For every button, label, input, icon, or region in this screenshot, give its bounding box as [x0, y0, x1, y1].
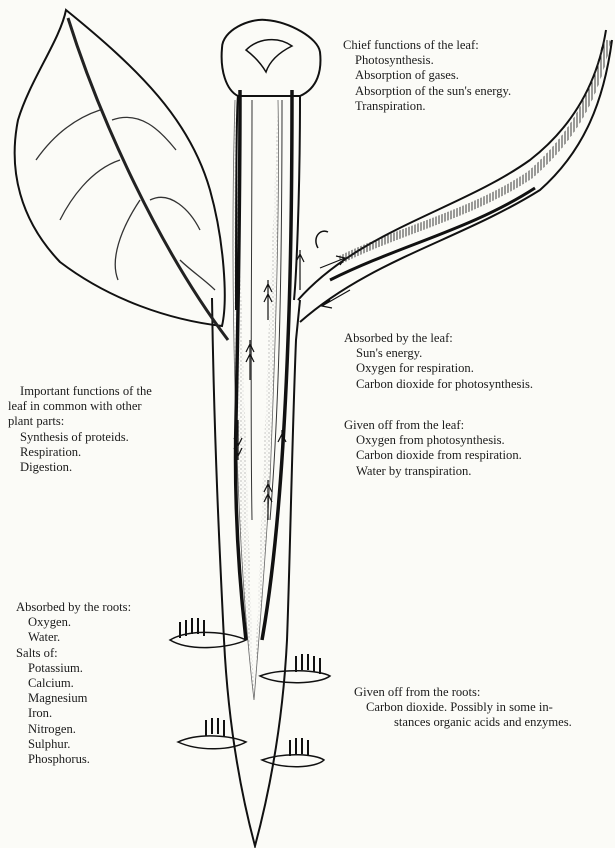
salt-item: Sulphur.	[16, 737, 131, 752]
absorbed-leaf-item: Sun's energy.	[344, 346, 533, 361]
chief-function-item: Absorption of gases.	[343, 68, 511, 83]
chief-function-item: Absorption of the sun's energy.	[343, 84, 511, 99]
given-off-leaf-item: Carbon dioxide from respiration.	[344, 448, 522, 463]
given-off-roots-line: stances organic acids and enzymes.	[354, 715, 572, 730]
common-functions-heading: Important functions of the	[8, 384, 152, 399]
common-functions-heading: plant parts:	[8, 414, 152, 429]
chief-functions-block: Chief functions of the leaf: Photosynthe…	[343, 38, 511, 114]
absorbed-roots-item: Oxygen.	[16, 615, 131, 630]
absorbed-by-leaf-block: Absorbed by the leaf: Sun's energy. Oxyg…	[344, 331, 533, 392]
given-off-leaf-block: Given off from the leaf: Oxygen from pho…	[344, 418, 522, 479]
absorbed-leaf-item: Oxygen for respiration.	[344, 361, 533, 376]
salt-item: Phosphorus.	[16, 752, 131, 767]
salt-item: Calcium.	[16, 676, 131, 691]
absorbed-by-roots-block: Absorbed by the roots: Oxygen. Water. Sa…	[16, 600, 131, 767]
given-off-leaf-heading: Given off from the leaf:	[344, 418, 522, 433]
salt-item: Nitrogen.	[16, 722, 131, 737]
leaf-blade	[15, 10, 228, 340]
salt-item: Potassium.	[16, 661, 131, 676]
terminal-bud	[222, 20, 321, 310]
salt-item: Iron.	[16, 706, 131, 721]
given-off-roots-heading: Given off from the roots:	[354, 685, 572, 700]
absorbed-leaf-item: Carbon dioxide for photosynthesis.	[344, 377, 533, 392]
stem	[212, 90, 300, 846]
common-function-item: Synthesis of proteids.	[8, 430, 152, 445]
chief-functions-heading: Chief functions of the leaf:	[343, 38, 511, 53]
common-functions-block: Important functions of the leaf in commo…	[8, 384, 152, 475]
absorbed-roots-item: Water.	[16, 630, 131, 645]
absorbed-roots-heading: Absorbed by the roots:	[16, 600, 131, 615]
given-off-leaf-item: Oxygen from photosynthesis.	[344, 433, 522, 448]
salts-heading: Salts of:	[16, 646, 131, 661]
chief-function-item: Photosynthesis.	[343, 53, 511, 68]
common-functions-heading: leaf in common with other	[8, 399, 152, 414]
common-function-item: Digestion.	[8, 460, 152, 475]
absorbed-leaf-heading: Absorbed by the leaf:	[344, 331, 533, 346]
given-off-leaf-item: Water by transpiration.	[344, 464, 522, 479]
salt-item: Magnesium	[16, 691, 131, 706]
given-off-roots-line: Carbon dioxide. Possibly in some in-	[354, 700, 572, 715]
common-function-item: Respiration.	[8, 445, 152, 460]
given-off-roots-block: Given off from the roots: Carbon dioxide…	[354, 685, 572, 731]
chief-function-item: Transpiration.	[343, 99, 511, 114]
